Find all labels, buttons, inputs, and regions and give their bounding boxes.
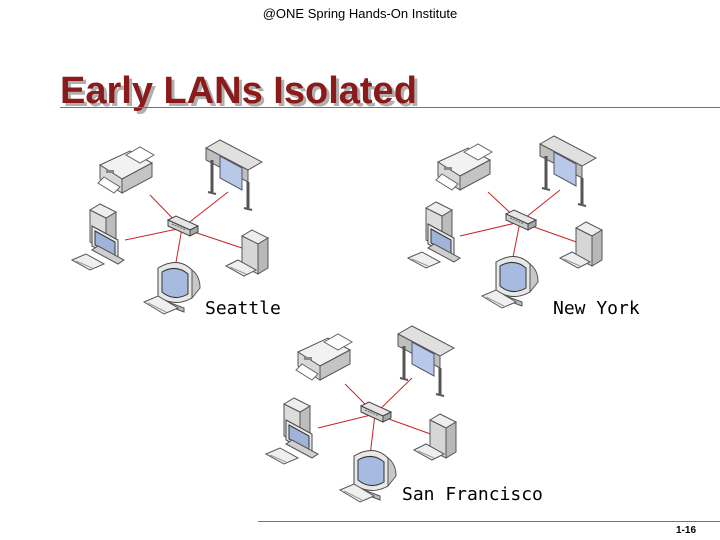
workstation-icon: [407, 201, 461, 269]
link-line: [369, 413, 376, 457]
monitor-icon: [481, 255, 539, 309]
san-francisco-label: San Francisco: [402, 484, 543, 505]
printer-icon: [97, 146, 155, 194]
page-number: 1-16: [675, 525, 696, 536]
presentation-header: @ONE Spring Hands-On Institute: [262, 6, 458, 21]
title-divider: [60, 107, 720, 108]
hub-icon: [360, 401, 392, 423]
monitor-icon: [339, 449, 397, 503]
link-line: [459, 221, 521, 237]
seattle-label: Seattle: [205, 298, 281, 319]
slide-title-shadow: Early LANs Isolated: [63, 73, 420, 115]
plotter-icon: [538, 134, 598, 208]
server-icon: [413, 413, 457, 461]
new-york-network: [407, 134, 603, 309]
workstation-icon: [71, 203, 125, 271]
footer-divider: [258, 521, 720, 522]
plotter-icon: [396, 324, 456, 398]
new-york-label: New York: [553, 298, 640, 319]
server-icon: [225, 229, 269, 277]
slide-title: Early LANs Isolated: [60, 70, 417, 112]
printer-icon: [435, 143, 493, 191]
link-line: [317, 413, 376, 429]
san-francisco-network: [265, 324, 457, 503]
link-line: [511, 221, 521, 263]
monitor-icon: [143, 261, 201, 315]
plotter-icon: [204, 138, 264, 212]
seattle-network: [71, 138, 269, 315]
server-icon: [559, 221, 603, 269]
slide-title-block: Early LANs Isolated Early LANs Isolated: [60, 70, 420, 115]
workstation-icon: [265, 397, 319, 465]
link-line: [174, 227, 183, 269]
link-line: [124, 227, 183, 241]
printer-icon: [295, 333, 353, 381]
